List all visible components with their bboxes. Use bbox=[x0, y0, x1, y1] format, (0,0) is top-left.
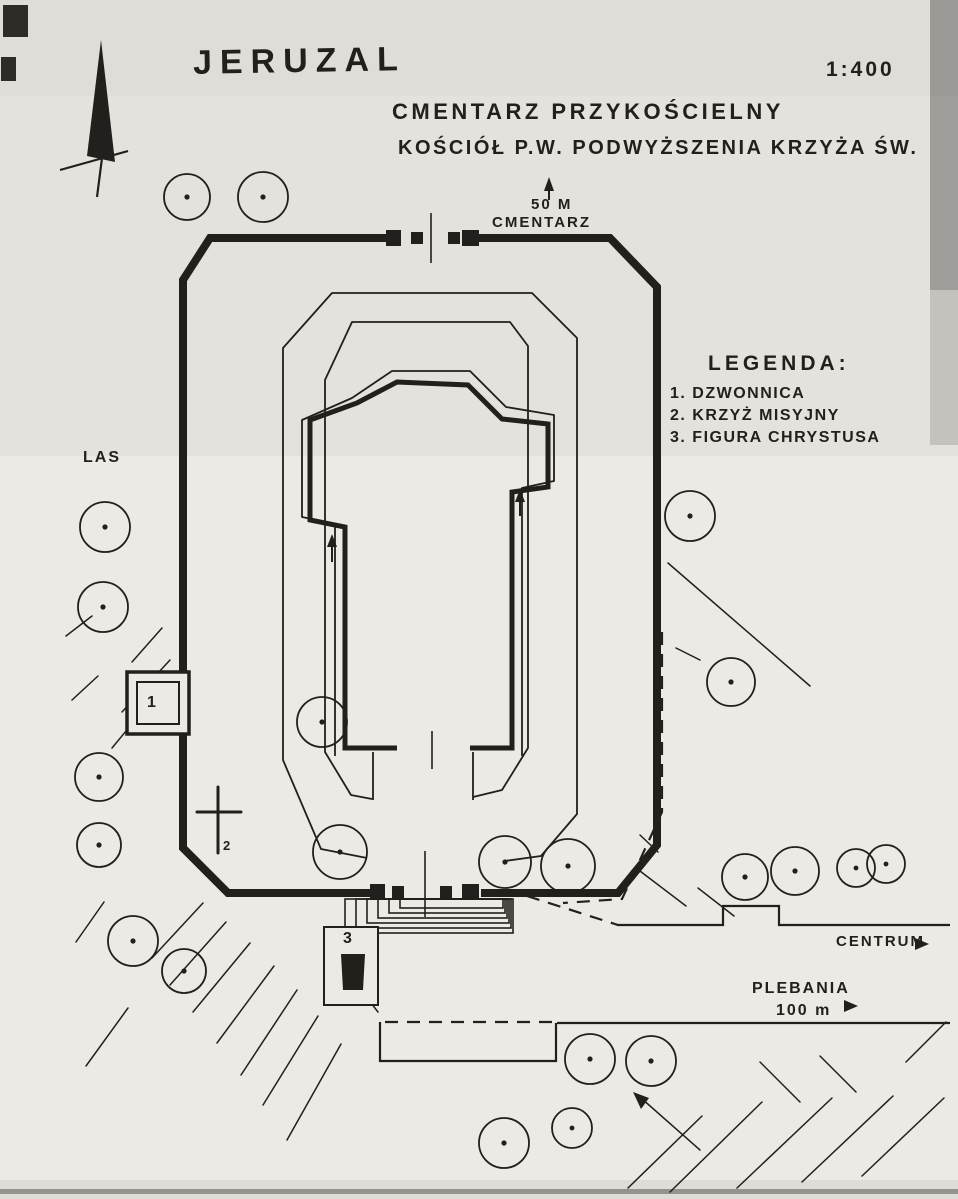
tree-symbol bbox=[163, 173, 211, 221]
tree-symbol bbox=[76, 822, 122, 868]
north-distance-label: 50 M bbox=[531, 196, 573, 213]
processional-path-rings bbox=[282, 292, 578, 862]
road-lines bbox=[378, 904, 950, 1063]
tree-symbol bbox=[296, 696, 348, 748]
tree-symbol bbox=[478, 835, 532, 889]
north-arrow-icon bbox=[59, 40, 129, 198]
tree-symbol bbox=[836, 848, 876, 888]
subtitle-line-2: KOŚCIÓŁ P.W. PODWYŻSZENIA KRZYŻA ŚW. bbox=[398, 137, 919, 159]
tree-symbol bbox=[625, 1035, 677, 1087]
entrance-steps bbox=[344, 898, 514, 934]
entrance-arrows bbox=[327, 177, 554, 562]
legend-item-2: 2. KRZYŻ MISYJNY bbox=[670, 407, 840, 424]
legend-item-3: 3. FIGURA CHRYSTUSA bbox=[670, 429, 881, 446]
page-title: JERUZAL bbox=[192, 40, 407, 82]
tree-symbol bbox=[770, 846, 820, 896]
tree-symbol bbox=[237, 171, 289, 223]
slope-hatching bbox=[65, 562, 947, 1193]
christ-figure-symbol bbox=[323, 926, 379, 1006]
path-direction-arrow-icon bbox=[633, 1092, 649, 1109]
tree-symbol bbox=[74, 752, 124, 802]
marker-christ-figure: 3 bbox=[343, 930, 352, 947]
subtitle-line-1: CMENTARZ PRZYKOŚCIELNY bbox=[392, 99, 784, 124]
gate-axis-lines bbox=[424, 213, 433, 917]
direction-arrows bbox=[844, 938, 929, 1012]
marker-mission-cross: 2 bbox=[223, 838, 231, 853]
church-outline bbox=[307, 379, 551, 751]
bell-tower-symbol bbox=[125, 670, 191, 736]
centrum-label: CENTRUM bbox=[836, 933, 925, 950]
tree-symbol bbox=[540, 838, 596, 894]
tree-symbol bbox=[564, 1033, 616, 1085]
cemetery-wall bbox=[179, 234, 661, 897]
plebania-label: PLEBANIA bbox=[752, 980, 850, 997]
tree-symbol bbox=[312, 824, 368, 880]
map-scale: 1:400 bbox=[826, 58, 895, 81]
tree-symbol bbox=[79, 501, 131, 553]
legend-heading: LEGENDA: bbox=[708, 352, 850, 375]
marker-bell-tower: 1 bbox=[147, 694, 156, 711]
tree-symbol bbox=[107, 915, 159, 967]
plebania-arrow-icon bbox=[844, 1000, 858, 1012]
mission-cross-icon bbox=[195, 785, 243, 855]
forest-label: LAS bbox=[83, 449, 121, 466]
tree-symbol bbox=[866, 844, 906, 884]
north-destination-label: CMENTARZ bbox=[492, 214, 592, 231]
dashed-boundary bbox=[385, 632, 664, 1024]
tree-symbol bbox=[706, 657, 756, 707]
tree-symbol bbox=[478, 1117, 530, 1169]
tree-symbol bbox=[77, 581, 129, 633]
plebania-distance-label: 100 m bbox=[776, 1002, 832, 1019]
legend-item-1: 1. DZWONNICA bbox=[670, 385, 806, 402]
tree-symbol bbox=[161, 948, 207, 994]
gate-posts bbox=[370, 230, 479, 900]
tree-symbol bbox=[721, 853, 769, 901]
tree-symbol bbox=[664, 490, 716, 542]
tree-symbol bbox=[551, 1107, 593, 1149]
trees bbox=[74, 171, 906, 1169]
centrum-arrow-icon bbox=[915, 938, 929, 950]
